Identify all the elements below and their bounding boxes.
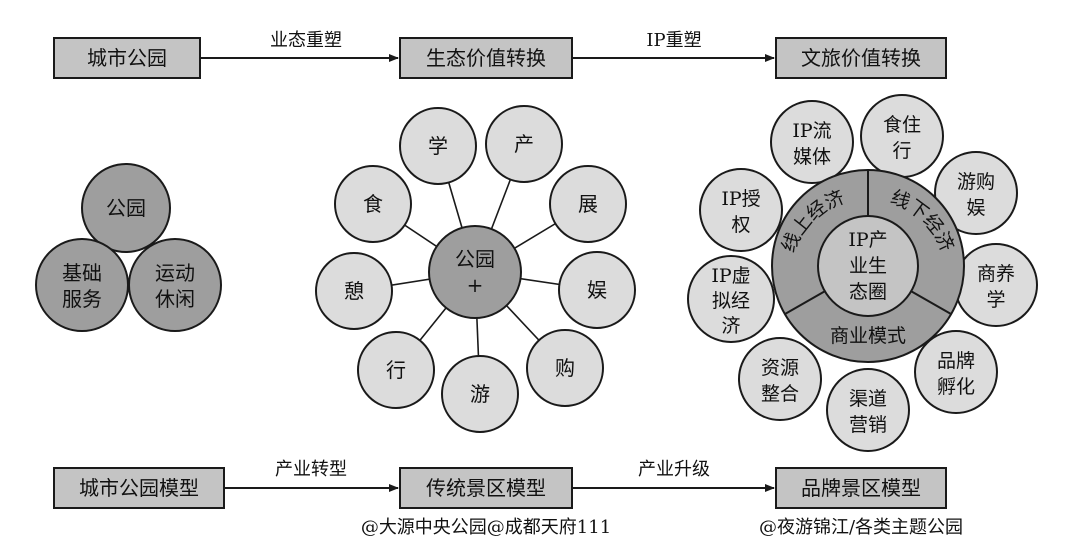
- petal-ip-virtual-economy: [687, 255, 775, 343]
- petal-brand-incubation: [914, 330, 998, 414]
- petal-resource-integration: [738, 337, 822, 421]
- left-model: 公园 基础 服务 运动 休闲: [35, 163, 222, 332]
- center-park-plus-line2: +: [467, 273, 484, 297]
- petal-rest: [315, 252, 393, 330]
- petal-food: [334, 165, 412, 243]
- circle-basic-services-line1: 基础: [62, 261, 102, 285]
- arrow-business-reshape-label: 业态重塑: [270, 30, 342, 51]
- arrow-industry-transform-label: 产业转型: [275, 459, 347, 480]
- circle-basic-services: [35, 238, 129, 332]
- petal-commerce-care-learn-line1: 商养: [977, 263, 1015, 285]
- box-traditional-scenic-model: [399, 467, 573, 509]
- petal-go: [357, 331, 435, 409]
- ring-divider-left: [784, 289, 828, 315]
- petal-produce-label: 产: [514, 132, 534, 156]
- box-city-park-label: 城市公园: [87, 46, 167, 70]
- petal-travel-label: 游: [470, 382, 490, 406]
- circle-sports-leisure: [128, 238, 222, 332]
- petal-ip-licensing-line1: IP授: [721, 188, 760, 210]
- circle-sports-leisure-line1: 运动: [155, 261, 195, 285]
- arrow-ip-reshape-label: IP重塑: [646, 30, 701, 51]
- petal-ip-virtual-economy-line2: 拟经: [712, 290, 750, 312]
- core-ip-ecosystem-line3: 态圈: [849, 281, 887, 303]
- petal-tour-shop-play-line1: 游购: [957, 171, 995, 193]
- box-city-park-model: [53, 467, 225, 509]
- box-traditional-scenic-model-label: 传统景区模型: [426, 476, 546, 500]
- center-park-plus: [428, 225, 522, 319]
- top-flow: 城市公园 业态重塑 生态价值转换 IP重塑 文旅价值转换: [53, 30, 947, 79]
- petal-shop-label: 购: [555, 356, 575, 380]
- petal-resource-integration-line1: 资源: [761, 357, 799, 379]
- petal-go-label: 行: [386, 358, 406, 382]
- petal-exhibit: [549, 165, 627, 243]
- box-ecological-value-label: 生态价值转换: [426, 46, 546, 70]
- petal-produce: [485, 105, 563, 183]
- petal-food-stay-go-line2: 行: [892, 140, 911, 162]
- petal-ip-virtual-economy-line1: IP虚: [711, 265, 750, 287]
- petal-travel: [441, 355, 519, 433]
- right-model: IP流 媒体 食住 行 游购 娱 商养 学 品牌 孵化 渠道 营销 资源 整合 …: [687, 94, 1038, 452]
- bottom-flow: 城市公园模型 产业转型 传统景区模型 产业升级 品牌景区模型 @大源中央公园@成…: [53, 459, 963, 538]
- petal-resource-integration-line2: 整合: [761, 383, 799, 405]
- core-ip-ecosystem-line1: IP产: [848, 229, 887, 251]
- petal-channel-marketing-line1: 渠道: [849, 388, 887, 410]
- petal-brand-incubation-line2: 孵化: [937, 376, 975, 398]
- petal-ip-licensing: [699, 168, 783, 252]
- circle-park: [81, 163, 171, 253]
- box-brand-scenic-model-label: 品牌景区模型: [801, 476, 921, 500]
- petal-food-stay-go-line1: 食住: [883, 114, 921, 136]
- arrow-industry-upgrade-label: 产业升级: [638, 459, 710, 480]
- petal-entertain-label: 娱: [587, 278, 607, 302]
- circle-park-label: 公园: [106, 196, 146, 220]
- core-ip-ecosystem-line2: 业生: [849, 255, 887, 277]
- circle-sports-leisure-line2: 休闲: [155, 287, 195, 311]
- petal-channel-marketing: [826, 368, 910, 452]
- petal-ip-media-line1: IP流: [792, 120, 831, 142]
- petal-tour-shop-play: [934, 151, 1018, 235]
- box-city-park-model-label: 城市公园模型: [79, 476, 199, 500]
- caption-brand-examples: @夜游锦江/各类主题公园: [759, 517, 963, 538]
- box-brand-scenic-model: [775, 467, 947, 509]
- petal-ip-licensing-line2: 权: [731, 214, 750, 236]
- circle-basic-services-line2: 服务: [62, 287, 102, 311]
- petal-tour-shop-play-line2: 娱: [966, 197, 985, 219]
- petal-food-label: 食: [363, 192, 383, 216]
- petal-ip-media: [770, 100, 854, 184]
- box-ecological-value: [399, 37, 573, 79]
- petal-shop: [526, 329, 604, 407]
- box-city-park: [53, 37, 201, 79]
- petal-brand-incubation-line1: 品牌: [937, 350, 975, 372]
- petal-food-stay-go: [860, 94, 944, 178]
- petal-commerce-care-learn: [954, 243, 1038, 327]
- ring-dividers: [784, 170, 952, 315]
- petal-learn-label: 学: [428, 134, 448, 158]
- core-ip-ecosystem: [817, 215, 919, 317]
- box-culture-tourism-value: [775, 37, 947, 79]
- caption-traditional-examples: @大源中央公园@成都天府111: [361, 517, 611, 538]
- petal-entertain: [558, 251, 636, 329]
- box-culture-tourism-value-label: 文旅价值转换: [801, 46, 921, 70]
- petal-ip-virtual-economy-line3: 济: [721, 315, 740, 337]
- petal-exhibit-label: 展: [578, 192, 598, 216]
- petal-rest-label: 憩: [344, 279, 364, 303]
- petal-ip-media-line2: 媒体: [793, 146, 831, 168]
- ring-business-model-label: 商业模式: [830, 325, 906, 347]
- petal-channel-marketing-line2: 营销: [849, 414, 887, 436]
- petal-learn: [399, 107, 477, 185]
- middle-model: 学 产 展 娱 购 游 行 憩 食 公园 +: [315, 105, 636, 433]
- petal-commerce-care-learn-line2: 学: [986, 289, 1005, 311]
- center-park-plus-line1: 公园: [455, 247, 495, 271]
- ring-divider-right: [908, 289, 952, 315]
